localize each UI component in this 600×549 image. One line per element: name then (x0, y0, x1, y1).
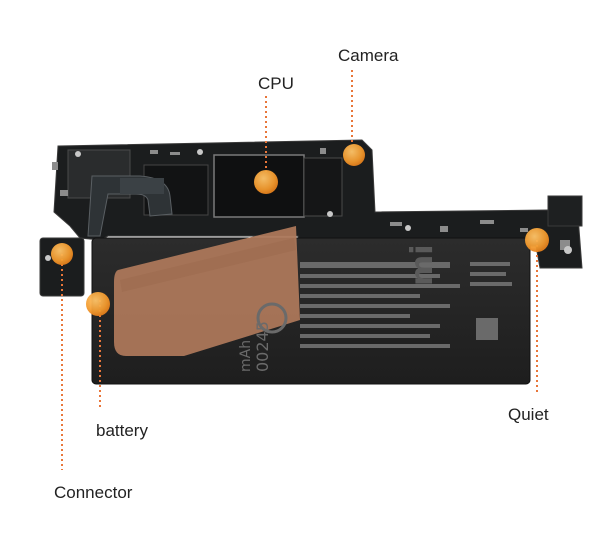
cpu-dot (254, 170, 278, 194)
connector-dot (51, 243, 73, 265)
leader-lines (61, 70, 538, 470)
battery-pack: mi 00245 mAh (91, 226, 531, 385)
battery-logo: mi (405, 244, 440, 286)
battery-label: battery (96, 421, 148, 440)
cpu-label: CPU (258, 74, 294, 93)
certification-mark-icon (256, 302, 288, 334)
camera-dot (343, 144, 365, 166)
camera-label: Camera (338, 46, 399, 65)
connector-label: Connector (54, 483, 133, 502)
battery-capacity: mAh (238, 340, 254, 372)
callout-dots (51, 144, 549, 316)
battery-code: 00245 (253, 321, 272, 372)
quiet-label: Quiet (508, 405, 549, 424)
logic-board (39, 139, 583, 297)
quiet-dot (525, 228, 549, 252)
battery-dot (86, 292, 110, 316)
